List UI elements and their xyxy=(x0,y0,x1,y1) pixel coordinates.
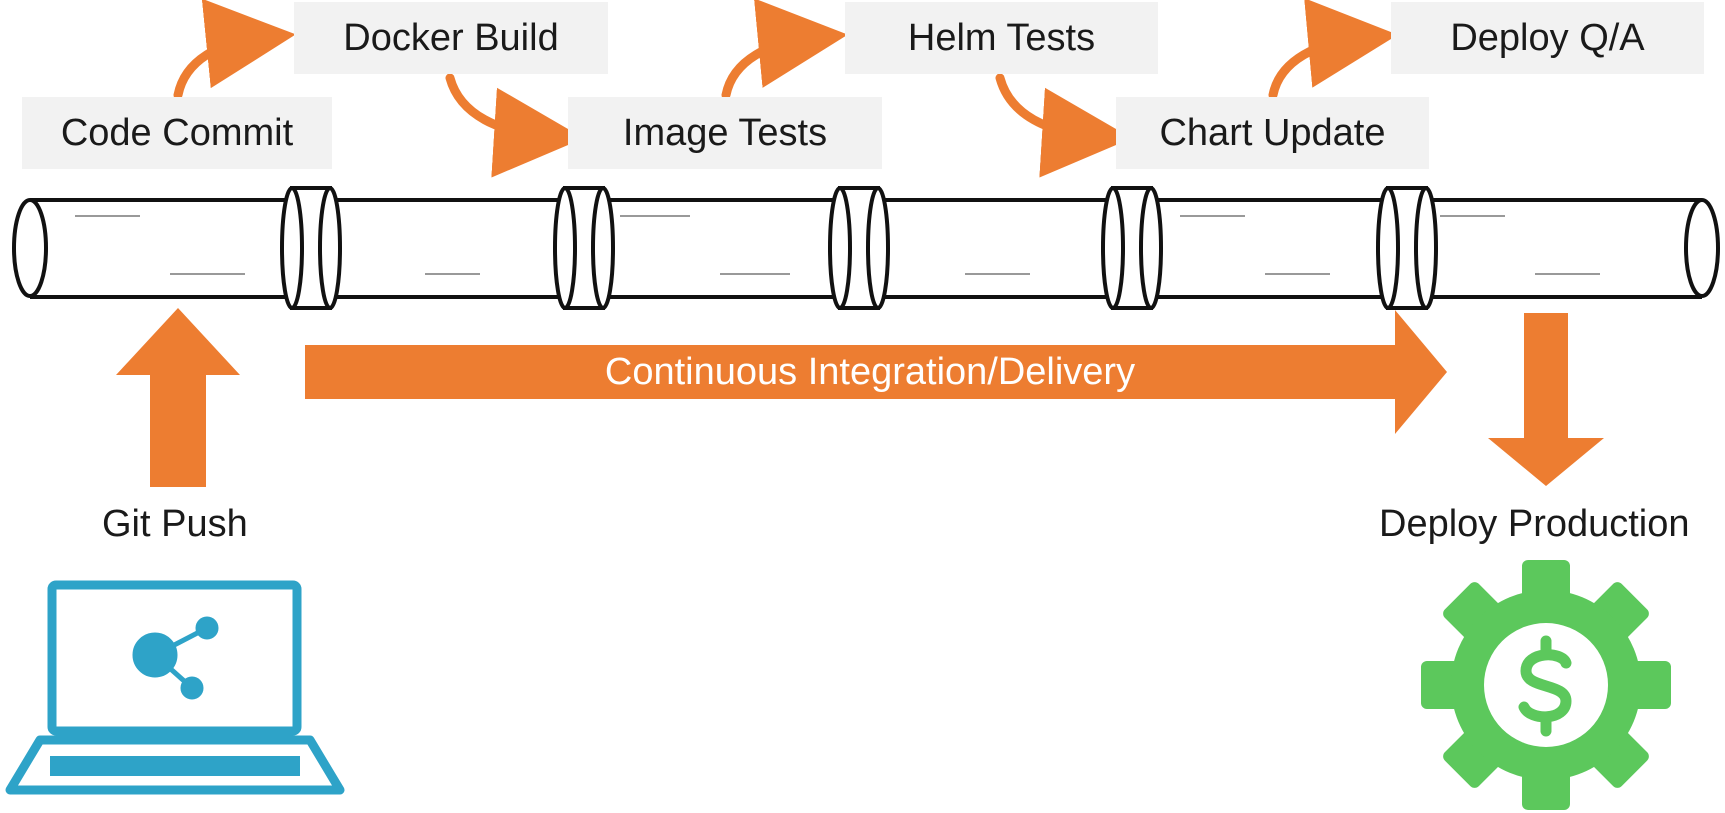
stage-label: Deploy Q/A xyxy=(1450,16,1645,59)
stage-label: Chart Update xyxy=(1159,111,1386,154)
pipe-right-end xyxy=(1684,198,1720,298)
gear-dollar-icon xyxy=(1421,560,1671,810)
curved-arrow-up xyxy=(721,0,848,100)
pipe-highlights xyxy=(75,215,1600,275)
ci-cd-arrow xyxy=(305,310,1447,434)
curved-arrow-down xyxy=(995,73,1132,178)
pipe-coupling xyxy=(828,186,890,310)
pipe-coupling xyxy=(1101,186,1163,310)
stage-deploy-qa: Deploy Q/A xyxy=(1391,2,1704,74)
pipe-coupling xyxy=(1376,186,1438,310)
share-icon xyxy=(132,616,219,700)
stage-code-commit: Code Commit xyxy=(22,97,332,169)
pipe-coupling xyxy=(280,186,342,310)
stage-label: Docker Build xyxy=(343,16,559,59)
deploy-production-arrow xyxy=(1488,313,1604,486)
stage-label: Helm Tests xyxy=(907,16,1096,59)
ci-cd-label: Continuous Integration/Delivery xyxy=(604,350,1136,393)
stage-docker-build: Docker Build xyxy=(294,2,608,74)
deploy-production-label: Deploy Production xyxy=(1379,503,1690,545)
git-push-arrow xyxy=(116,308,240,487)
curved-arrow-down xyxy=(445,73,584,178)
git-push-label: Git Push xyxy=(102,503,248,545)
stage-helm-tests: Helm Tests xyxy=(845,2,1158,74)
pipe-coupling xyxy=(553,186,615,310)
stage-label: Code Commit xyxy=(60,111,294,154)
stage-image-tests: Image Tests xyxy=(568,97,882,169)
laptop-share-icon xyxy=(5,580,345,795)
pipe-left-end xyxy=(12,198,48,298)
stage-label: Image Tests xyxy=(622,111,828,154)
curved-arrow-up xyxy=(173,0,296,100)
stage-arrows xyxy=(173,0,1398,178)
curved-arrow-up xyxy=(1268,0,1398,100)
pipe xyxy=(12,186,1720,310)
stage-chart-update: Chart Update xyxy=(1116,97,1429,169)
dollar-icon xyxy=(1518,635,1572,737)
